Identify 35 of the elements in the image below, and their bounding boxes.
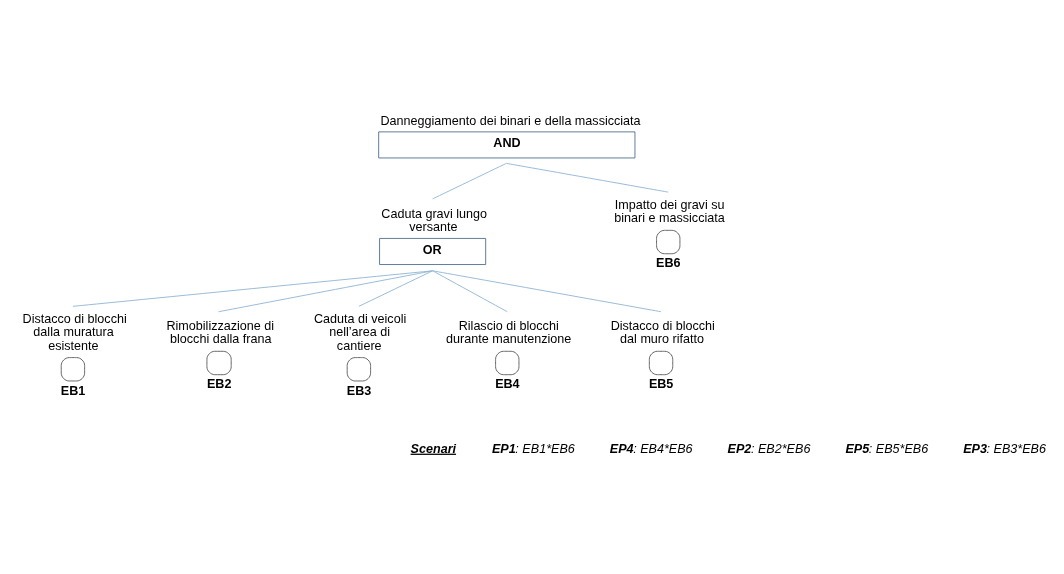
node-label: Distacco di blocchi dalla muratura esistente xyxy=(22,311,127,353)
node-label: EB6 xyxy=(656,256,681,271)
node-circle xyxy=(346,357,372,382)
connector xyxy=(72,270,434,307)
node-circle xyxy=(206,350,232,376)
node-label: Rimobilizzazione di blocchi dalla frana xyxy=(166,318,275,347)
node-label: Distacco di blocchi dal muro rifatto xyxy=(610,318,715,347)
node-label: EB2 xyxy=(206,377,232,392)
connector xyxy=(218,270,434,313)
node-circle xyxy=(656,229,681,255)
node-circle xyxy=(60,357,86,382)
node-label: EB4 xyxy=(495,377,520,392)
node-box: AND xyxy=(378,131,636,159)
node-label: Caduta gravi lungo versante xyxy=(381,206,487,235)
node-label: EB1 xyxy=(60,383,86,398)
node-circle xyxy=(495,350,520,376)
label: EP3: EB3*EB6 xyxy=(963,441,1047,456)
connector xyxy=(432,162,507,200)
label: EP5: EB5*EB6 xyxy=(845,441,929,456)
label: Scenari xyxy=(410,441,457,456)
node-label: Danneggiamento dei binari e della massicciata xyxy=(380,113,641,128)
label: EP4: EB4*EB6 xyxy=(609,441,693,456)
node-box: OR xyxy=(379,238,487,265)
connector xyxy=(432,270,662,313)
connector xyxy=(432,270,508,313)
node-label: EB5 xyxy=(648,377,674,392)
node-label: Rilascio di blocchi durante manutenzione xyxy=(446,318,572,347)
connector xyxy=(505,162,669,193)
label: EP2: EB2*EB6 xyxy=(727,441,811,456)
connector xyxy=(358,270,434,307)
label: EP1: EB1*EB6 xyxy=(491,441,575,456)
node-label: Caduta di veicoli nell’area di cantiere xyxy=(313,311,407,353)
node-circle xyxy=(648,350,674,376)
node-label: Impatto dei gravi su binari e massicciata xyxy=(614,197,725,226)
node-label: EB3 xyxy=(346,383,372,398)
